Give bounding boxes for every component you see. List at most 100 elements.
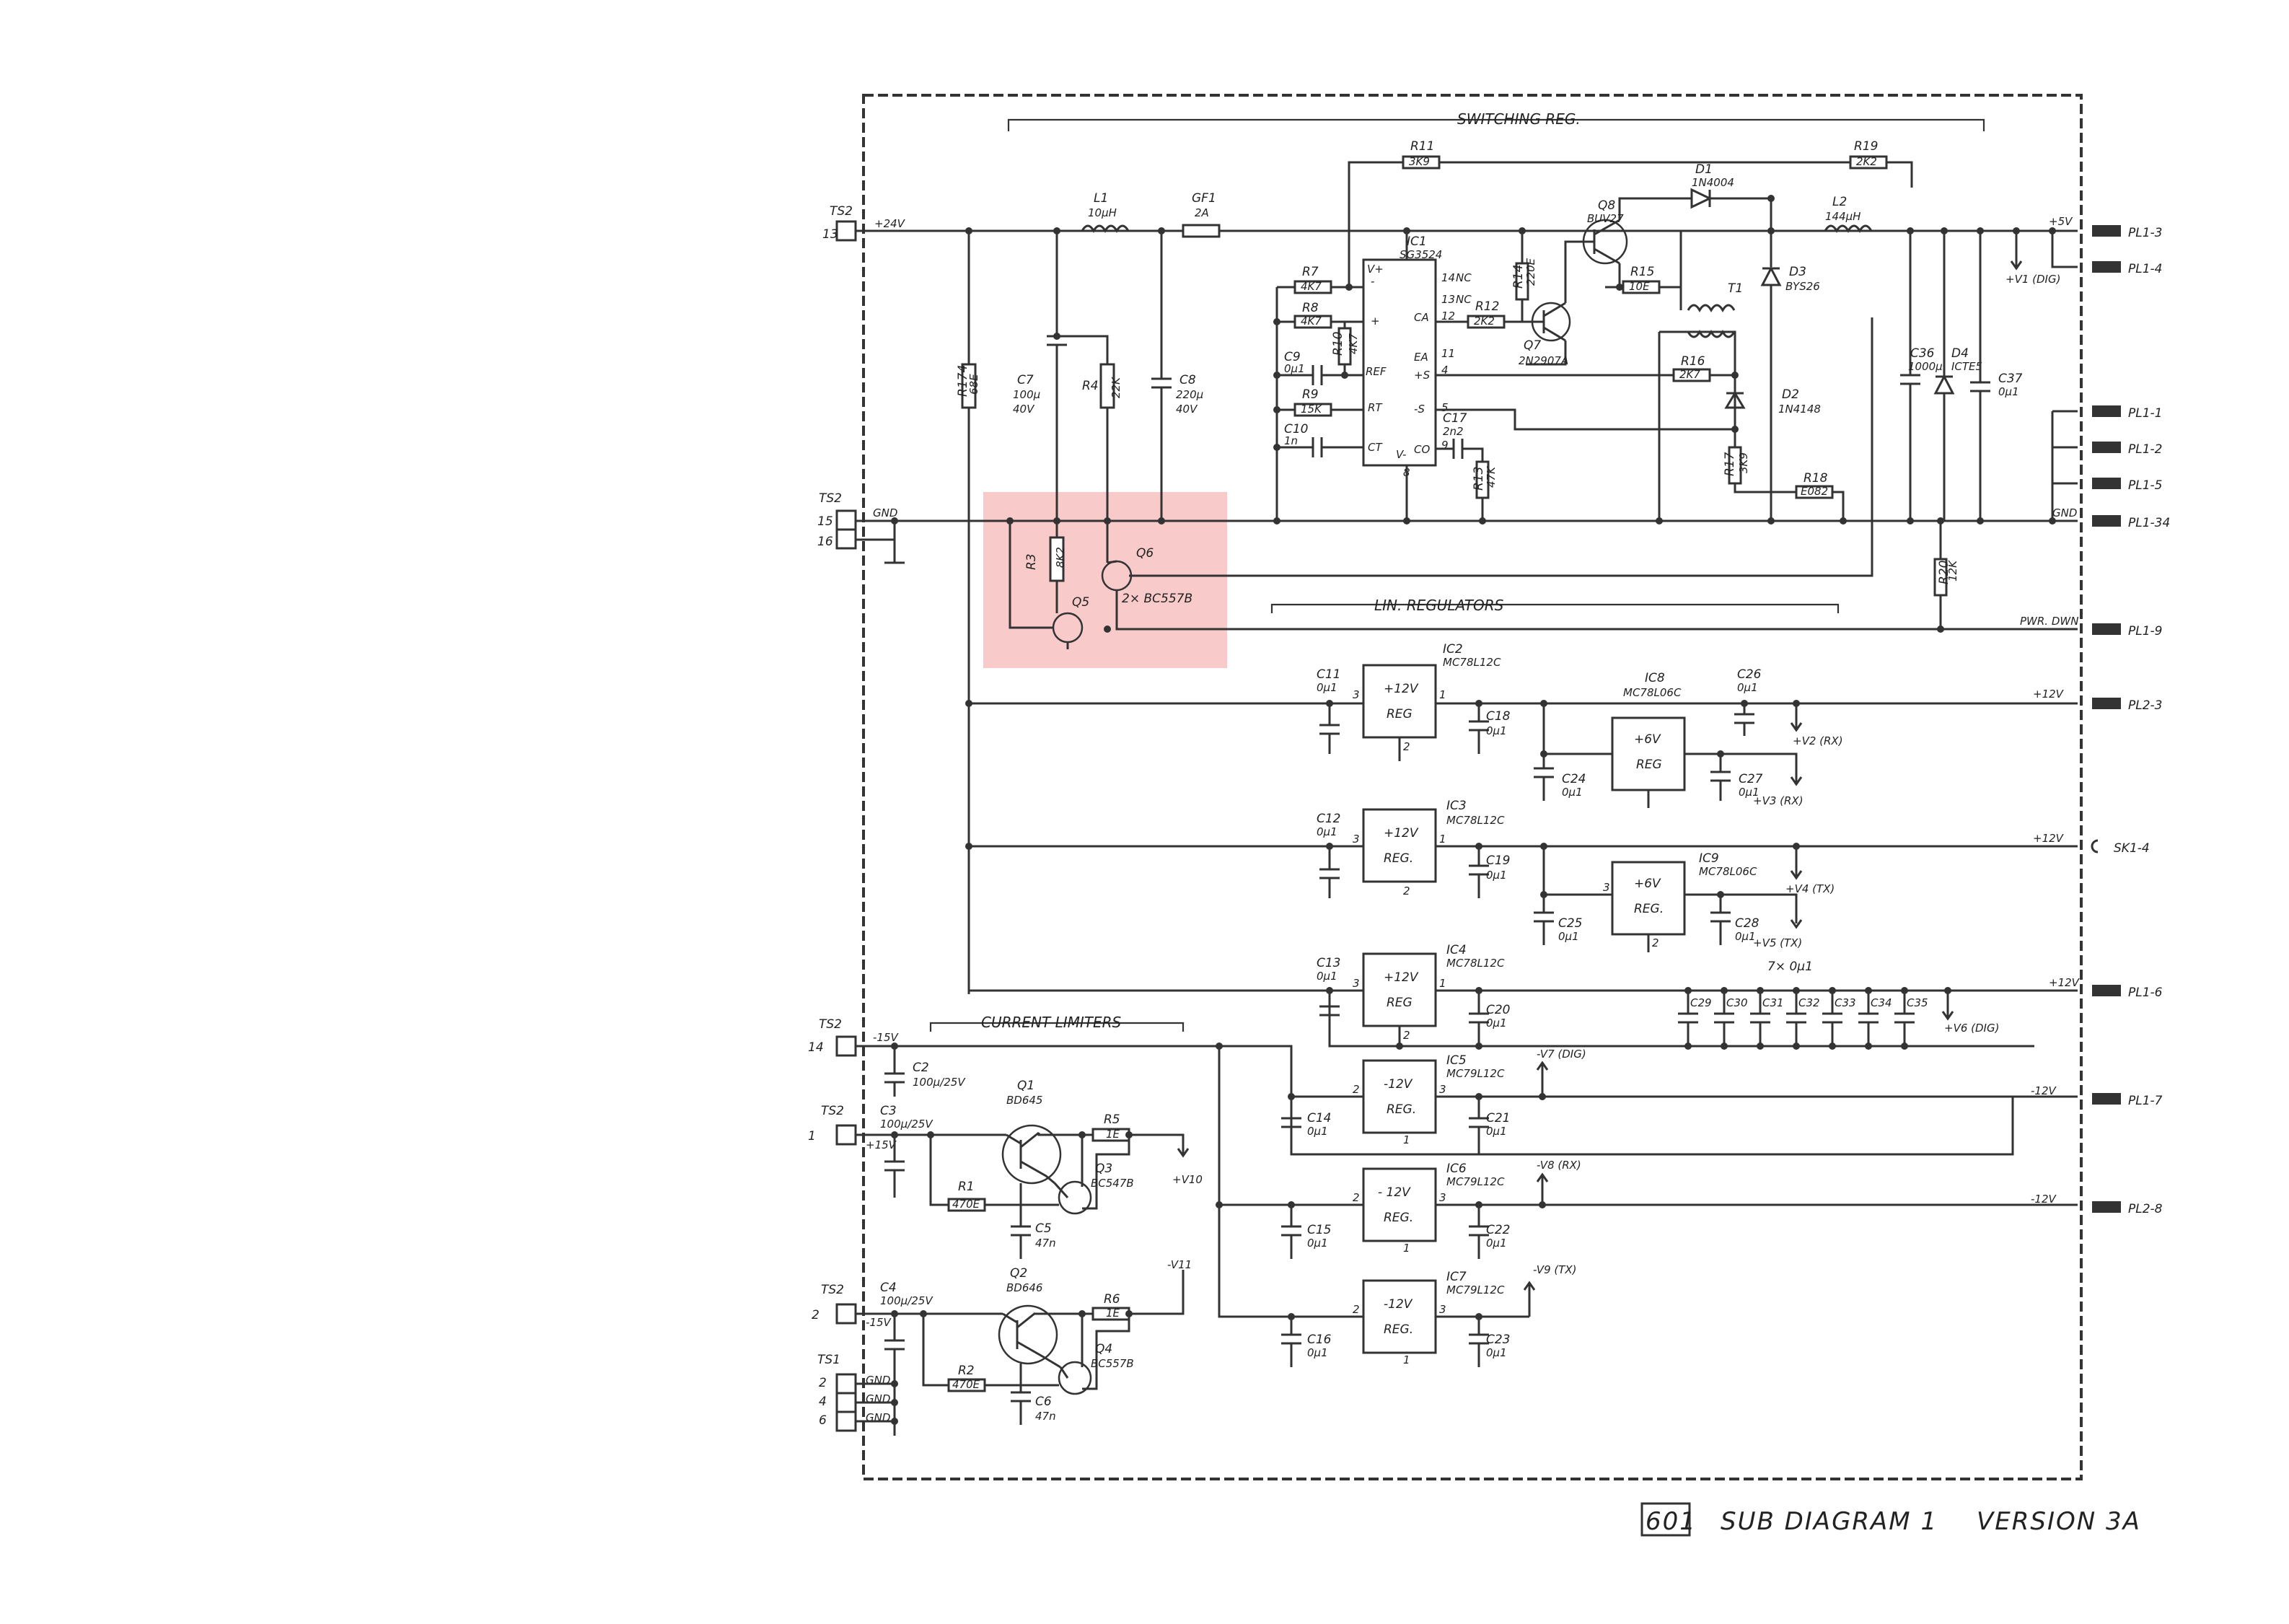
svg-text:C23: C23 (1486, 1333, 1511, 1347)
rail-v4-label: +V4 (TX) (1785, 882, 1835, 895)
svg-text:C14: C14 (1307, 1111, 1332, 1125)
svg-text:Q3: Q3 (1095, 1162, 1112, 1176)
svg-text:2: 2 (1652, 936, 1659, 949)
svg-text:R7: R7 (1302, 265, 1319, 279)
resistor-r16: R16 2K7 (1658, 332, 1735, 521)
fuse-gf1: GF1 2A (1182, 191, 1221, 238)
capacitor-c28: C28 0µ1 (1710, 895, 1759, 945)
svg-text:-12V: -12V (1384, 1297, 1413, 1312)
capacitor-bank-c29-c35: 7× 0µ1 C29 C30 C31 C32 C33 C34 C35 (1678, 960, 1928, 1046)
resistor-r10: R10 4K7 (1331, 322, 1363, 377)
connector-sk1-4[interactable]: SK1-4 +12V (2033, 832, 2150, 856)
svg-text:+S: +S (1414, 369, 1431, 382)
connector-pl1-6[interactable]: PL1-6 +12V (2049, 976, 2163, 1000)
svg-text:C36: C36 (1910, 346, 1935, 361)
svg-text:13: 13 (1441, 293, 1455, 306)
svg-text:47n: 47n (1035, 1410, 1056, 1423)
rail-v8-label: -V8 (RX) (1537, 1159, 1581, 1172)
svg-text:+24V: +24V (874, 217, 906, 230)
connector-pl1-4[interactable]: PL1-4 (2092, 261, 2163, 276)
svg-text:1: 1 (1403, 1133, 1410, 1146)
terminal-ts2-1[interactable]: TS2 1 +15V (808, 1104, 897, 1151)
svg-text:C27: C27 (1739, 772, 1763, 786)
connector-pl1-34[interactable]: PL1-34 GND (2052, 506, 2170, 530)
section-limiters-label: CURRENT LIMITERS (981, 1014, 1122, 1031)
out-5v-label: +5V (2049, 215, 2073, 228)
terminal-ts2-14[interactable]: TS2 14 -15V (808, 1017, 899, 1057)
connector-pl1-5[interactable]: PL1-5 (2092, 478, 2163, 493)
svg-text:PL1-9: PL1-9 (2128, 624, 2163, 638)
svg-text:C2: C2 (913, 1061, 929, 1075)
capacitor-c20: C20 0µ1 (1469, 991, 1511, 1046)
svg-text:IC3: IC3 (1446, 799, 1467, 813)
connector-pl1-1[interactable]: PL1-1 (2092, 405, 2163, 421)
svg-text:+12V: +12V (2033, 688, 2065, 701)
svg-text:IC7: IC7 (1446, 1270, 1467, 1284)
svg-text:-12V: -12V (1384, 1077, 1413, 1092)
resistor-r17: R17 3K9 (1723, 446, 1796, 493)
svg-text:R6: R6 (1104, 1292, 1120, 1307)
svg-text:0µ1: 0µ1 (1486, 1346, 1507, 1359)
svg-text:R4: R4 (1082, 379, 1099, 393)
svg-text:4K7: 4K7 (1301, 315, 1322, 328)
connector-pl1-7[interactable]: PL1-7 -12V (2031, 1084, 2163, 1108)
svg-text:+12V: +12V (2033, 832, 2065, 845)
svg-text:8K2: 8K2 (1054, 547, 1067, 568)
svg-text:2: 2 (1353, 1303, 1360, 1316)
svg-text:C22: C22 (1486, 1223, 1511, 1237)
rail-v2-label: +V2 (RX) (1793, 734, 1843, 747)
connector-pl1-2[interactable]: PL1-2 (2092, 442, 2163, 457)
capacitor-c25: C25 0µ1 (1534, 895, 1583, 945)
svg-text:C25: C25 (1558, 916, 1583, 931)
svg-text:+15V: +15V (866, 1138, 897, 1151)
svg-text:3: 3 (1439, 1083, 1446, 1096)
svg-text:1: 1 (1403, 1353, 1410, 1366)
svg-text:V+: V+ (1367, 263, 1384, 276)
svg-text:47n: 47n (1035, 1237, 1056, 1250)
svg-text:CT: CT (1368, 441, 1383, 454)
svg-text:C13: C13 (1317, 956, 1341, 970)
svg-text:PL1-2: PL1-2 (2128, 442, 2163, 457)
svg-text:MC79L12C: MC79L12C (1446, 1283, 1505, 1296)
svg-text:C32: C32 (1798, 996, 1820, 1009)
svg-text:V-: V- (1396, 448, 1406, 461)
svg-text:+6V: +6V (1634, 877, 1661, 891)
svg-text:VERSION 3A: VERSION 3A (1977, 1507, 2141, 1536)
svg-text:IC9: IC9 (1699, 851, 1719, 866)
svg-text:2: 2 (1403, 1029, 1410, 1042)
svg-text:PWR. DWN: PWR. DWN (2020, 615, 2078, 628)
svg-text:1: 1 (808, 1129, 816, 1144)
terminal-ts2-15-16[interactable]: TS2 15 16 GND (817, 491, 905, 564)
terminal-ts1[interactable]: TS1 2 4 6 GND GND GND (817, 1353, 896, 1436)
transistor-q1: Q1 BD645 (1001, 1079, 1082, 1185)
connector-pl2-3[interactable]: PL2-3 +12V (2033, 688, 2163, 713)
svg-text:Q2: Q2 (1010, 1266, 1027, 1281)
svg-text:R10: R10 (1331, 332, 1345, 356)
svg-text:TS2: TS2 (819, 491, 842, 506)
connector-pl2-8[interactable]: PL2-8 -12V (2031, 1193, 2163, 1216)
svg-text:Q7: Q7 (1524, 338, 1541, 353)
svg-text:0µ1: 0µ1 (1737, 681, 1758, 694)
svg-text:NC: NC (1456, 271, 1472, 284)
svg-text:PL1-1: PL1-1 (2128, 406, 2163, 421)
terminal-ts2-13[interactable]: TS2 13 +24V (822, 204, 906, 242)
svg-text:0µ1: 0µ1 (1562, 786, 1583, 799)
transistor-q8: Q8 BUV27 (1564, 197, 1674, 303)
svg-text:0µ1: 0µ1 (1284, 362, 1305, 375)
svg-text:R11: R11 (1410, 139, 1434, 154)
svg-text:REG.: REG. (1634, 902, 1664, 916)
svg-text:C37: C37 (1998, 372, 2023, 386)
svg-text:R174: R174 (956, 365, 970, 397)
connector-pl1-3[interactable]: PL1-3 (2092, 225, 2163, 240)
svg-text:MC78L06C: MC78L06C (1699, 865, 1757, 878)
resistor-r4: R4 22K (1057, 335, 1122, 563)
svg-text:C30: C30 (1726, 996, 1748, 1009)
svg-text:144µH: 144µH (1825, 210, 1860, 223)
inductor-l2: L2 144µH (1824, 195, 1873, 234)
svg-text:10E: 10E (1629, 280, 1650, 293)
connector-pl1-9[interactable]: PL1-9 PWR. DWN (2020, 615, 2163, 638)
transistor-q3: Q3 BC547B (1053, 1135, 1134, 1215)
capacitor-c37: C37 0µ1 (1970, 231, 2023, 521)
regulator-ic3: +12V REG. IC3 MC78L12C 3 1 2 (1353, 799, 1505, 897)
svg-text:C15: C15 (1307, 1223, 1332, 1237)
